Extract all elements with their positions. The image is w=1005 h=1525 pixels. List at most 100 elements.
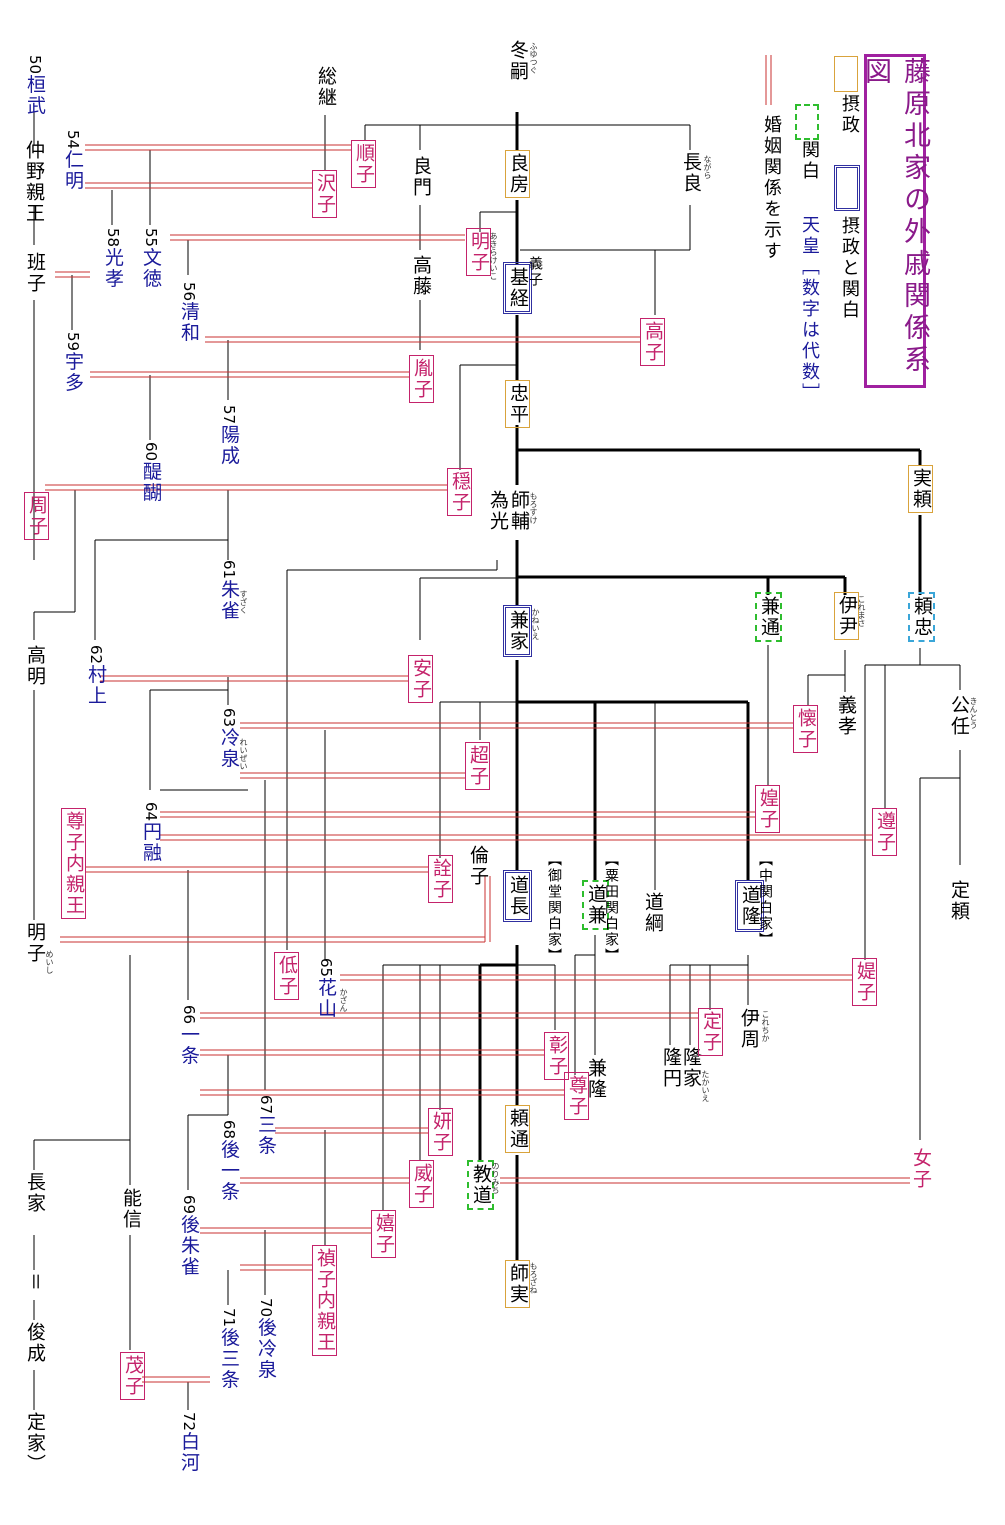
person-yoshiko: 義子 — [527, 256, 543, 288]
person-kanemichi: 兼通 — [755, 592, 782, 642]
emperor-gosanjo: 71後三条 — [218, 1308, 240, 1391]
emperor-uda: 59宇多 — [62, 332, 84, 394]
woman-inshi: 胤子 — [409, 355, 434, 403]
person-michitsuna: 道綱 — [642, 892, 664, 934]
emperor-goreizei: 70後冷泉 — [255, 1298, 277, 1381]
person-norimichi: 教道 — [467, 1160, 494, 1210]
emperor-gosuzaku: 69後朱雀 — [178, 1195, 200, 1278]
sessho-swatch — [834, 56, 858, 92]
person-michikane: 道兼 — [582, 880, 609, 930]
emperor-suzaku: 61朱雀 — [218, 560, 240, 622]
woman-teishi4: 媞子 — [852, 958, 877, 1006]
person-nagara: 長良 — [680, 152, 702, 194]
emperor-ichijo: 66一条 — [178, 1005, 200, 1067]
person-korechika: 伊周 — [738, 1008, 760, 1050]
woman-kenshi: 妍子 — [428, 1108, 453, 1156]
family-lines — [33, 105, 961, 1410]
legend-kampaku: 関白 — [799, 140, 820, 182]
person-saneyori: 実頼 — [908, 465, 933, 513]
person-fuyutsugi: 冬嗣 — [507, 40, 529, 82]
woman-kaishi: 懐子 — [793, 705, 818, 753]
person-koremasa: 伊尹 — [834, 592, 859, 640]
person-soutsugu: 総継 — [315, 66, 337, 108]
emperor-murakami: 62村上 — [85, 645, 107, 707]
woman-takushi: 沢子 — [312, 170, 337, 218]
emperor-seiwa: 56清和 — [178, 282, 200, 344]
emperor-koko: 58光孝 — [102, 228, 124, 290]
person-yoritada: 頼忠 — [908, 592, 935, 642]
ruby-kinto: きんとう — [969, 697, 978, 729]
woman-nyoshi: 女子 — [910, 1148, 932, 1190]
person-michitaka: 道隆 — [735, 880, 764, 932]
emperor-yozei: 57陽成 — [218, 405, 240, 467]
ruby-reizei: れいぜい — [239, 738, 248, 770]
note-awata: 【粟田関白家】 — [603, 852, 619, 964]
emperor-goichijo: 68後一条 — [218, 1120, 240, 1203]
ruby-norimichi: のりみち — [491, 1162, 500, 1194]
equal-sign: ＝ — [24, 1272, 46, 1294]
sessho-kampaku-swatch — [834, 165, 860, 211]
legend-sessho-kampaku: 摂政と関白 — [839, 216, 860, 321]
woman-teishi2: 定子 — [698, 1008, 723, 1056]
person-tadahira: 忠平 — [505, 380, 530, 428]
emperor-shirakawa: 72白河 — [178, 1412, 200, 1474]
person-morosuke: 師輔 — [508, 490, 530, 532]
woman-choshi: 超子 — [465, 742, 490, 790]
person-nakano: 仲野親王 — [23, 140, 45, 224]
woman-moshi: 茂子 — [120, 1352, 145, 1400]
legend-sessho: 摂政 — [839, 94, 860, 136]
woman-sonshi2: 尊子 — [564, 1072, 589, 1120]
ruby-kaneie: かねいえ — [531, 608, 540, 640]
ruby-meishi: めいし — [45, 950, 54, 974]
woman-junshi: 順子 — [351, 140, 376, 188]
ruby-akirakeiko: あきらけいこ — [489, 232, 498, 280]
woman-meishi: 明子 — [466, 228, 491, 276]
woman-kishi2: 嬉子 — [371, 1210, 396, 1258]
person-nagaie: 長家 — [24, 1172, 46, 1214]
person-yoshinobu: 能信 — [120, 1188, 142, 1230]
woman-koshi: 高子 — [640, 318, 665, 366]
person-kanetaka: 兼隆 — [585, 1058, 607, 1100]
person-meishi: 明子 — [24, 922, 46, 964]
woman-shushi: 周子 — [24, 492, 49, 540]
woman-teishi3: 禎子内親王 — [312, 1245, 337, 1356]
person-sadayori: 定頼 — [948, 880, 970, 922]
emperor-sanjo: 67三条 — [255, 1095, 277, 1157]
diagram-title: 藤原北家の外戚関係系図 — [860, 54, 930, 388]
person-teika: 定家） — [24, 1412, 46, 1475]
ruby-takaie: たかいえ — [701, 1070, 710, 1102]
person-hanshi: 班子 — [24, 252, 46, 294]
person-takaaki: 高明 — [24, 645, 46, 687]
ruby-nagara: ながら — [703, 155, 712, 179]
emperor-kazan: 65花山 — [315, 958, 337, 1020]
person-yorimichi: 頼通 — [505, 1105, 530, 1153]
woman-onshi: 穏子 — [447, 468, 472, 516]
marriage-lines — [45, 55, 910, 1383]
ruby-koremasa: これまさ — [857, 595, 866, 627]
ruby-fuyutsugi: ふゆつぐ — [529, 42, 538, 74]
person-morozane: 師実 — [505, 1260, 530, 1308]
person-takaie: 隆家 — [680, 1047, 702, 1089]
note-nakakampaku: 【中関白家】 — [757, 852, 773, 948]
ruby-korechika: これちか — [761, 1010, 770, 1042]
person-mototsune: 基経 — [503, 262, 532, 314]
emperor-enyu: 64円融 — [140, 802, 162, 864]
woman-sonshi: 尊子内親王 — [61, 808, 86, 919]
person-yoshifusa: 良房 — [505, 150, 530, 198]
emperor-daigo: 60醍醐 — [140, 442, 162, 504]
emperor-nimmyo: 54仁明 — [62, 130, 84, 192]
woman-ishi: 威子 — [409, 1160, 434, 1208]
person-tamemitsu: 為光 — [487, 490, 509, 532]
person-kinto: 公任 — [948, 695, 970, 737]
emperor-kammu: 50桓武 — [24, 55, 46, 117]
person-toshinari: 俊成 — [24, 1322, 46, 1364]
ruby-morosuke: もろすけ — [529, 492, 538, 524]
woman-anshi: 安子 — [408, 655, 433, 703]
woman-senshi: 詮子 — [428, 855, 453, 903]
person-takafuji: 高藤 — [410, 255, 432, 297]
person-takamado: 隆円 — [660, 1047, 682, 1089]
legend-tenno: 天皇［数字は代数］ — [799, 215, 820, 404]
person-kaneie: 兼家 — [503, 605, 532, 657]
